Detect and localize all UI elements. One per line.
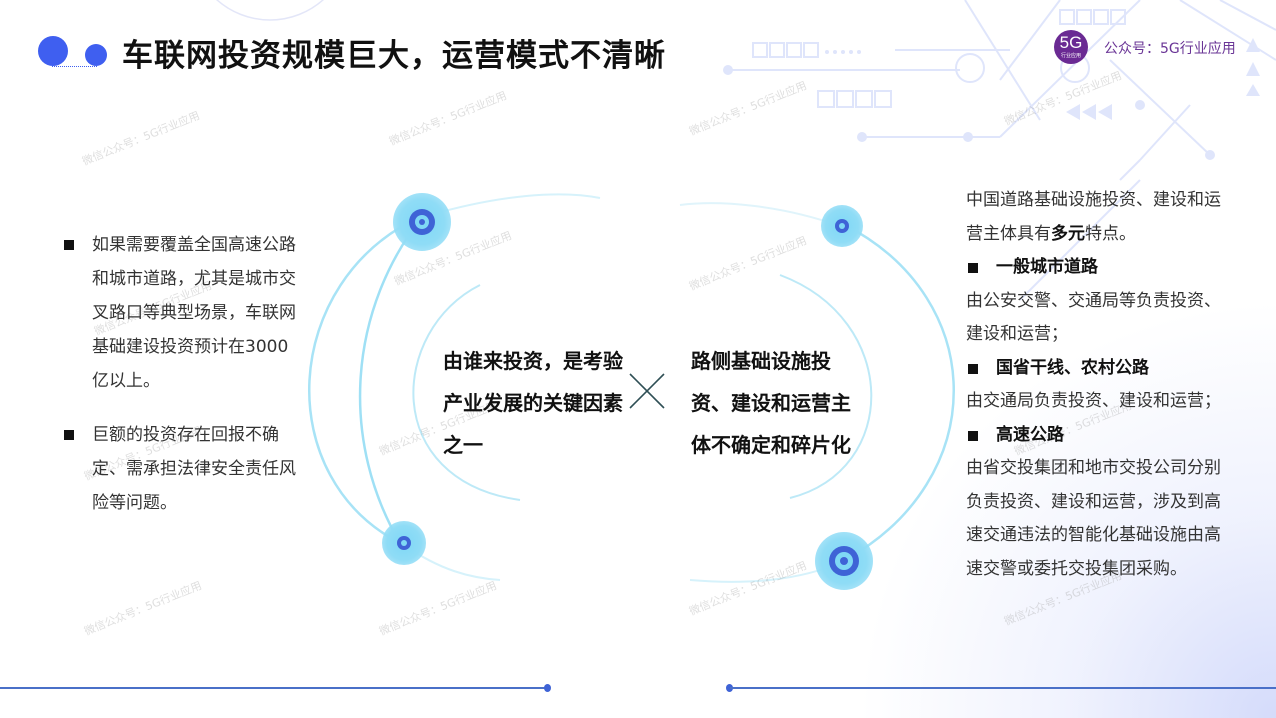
watermark: 微信公众号：5G行业应用 [1002, 68, 1124, 129]
section-heading: 一般城市道路 [966, 251, 1226, 285]
intro-emphasis: 多元 [1051, 223, 1085, 244]
bullet-text: 巨额的投资存在回报不确定、需承担法律安全责任风险等问题。 [92, 425, 296, 513]
page-title: 车联网投资规模巨大，运营模式不清晰 [122, 38, 666, 74]
footer-dot-right [726, 684, 733, 692]
watermark: 微信公众号：5G行业应用 [377, 578, 499, 639]
left-bullet-list: 如果需要覆盖全国高速公路和城市道路，尤其是城市交叉路口等典型场景，车联网基础建设… [62, 228, 302, 540]
section-heading: 高速公路 [966, 419, 1226, 453]
bullet-item: 如果需要覆盖全国高速公路和城市道路，尤其是城市交叉路口等典型场景，车联网基础建设… [62, 228, 302, 398]
square-bullet-icon [64, 430, 74, 440]
center-right-statement: 路侧基础设施投资、建设和运营主体不确定和碎片化 [691, 349, 851, 457]
title-dot-small [85, 44, 107, 66]
times-icon [629, 373, 665, 409]
brand-logo-sub: 行业应用 [1060, 53, 1081, 59]
section-body: 由省交投集团和地市交投公司分别负责投资、建设和运营，涉及到高速交通违法的智能化基… [966, 458, 1221, 579]
footer-line-right [730, 687, 1276, 689]
footer-line-left [0, 687, 548, 689]
intro-paragraph: 中国道路基础设施投资、建设和运营主体具有多元特点。 [966, 184, 1226, 251]
brand-logo-icon: 5G 行业应用 [1054, 30, 1088, 64]
section-heading-text: 高速公路 [996, 424, 1064, 445]
target-node-icon [382, 521, 426, 565]
section-body: 由交通局负责投资、建设和运营； [966, 391, 1221, 411]
square-bullet-icon [968, 363, 978, 374]
right-detail-panel: 中国道路基础设施投资、建设和运营主体具有多元特点。 一般城市道路 由公安交警、交… [966, 184, 1226, 586]
bullet-text: 如果需要覆盖全国高速公路和城市道路，尤其是城市交叉路口等典型场景，车联网基础建设… [92, 235, 296, 391]
watermark: 微信公众号：5G行业应用 [80, 108, 202, 169]
section-body: 由公安交警、交通局等负责投资、建设和运营； [966, 290, 1221, 345]
center-left-statement: 由谁来投资，是考验产业发展的关键因素之一 [443, 349, 623, 457]
target-node-icon [393, 193, 451, 251]
brand-label: 公众号：5G行业应用 [1104, 41, 1236, 57]
intro-text: 中国道路基础设施投资、建设和运营主体具有 [966, 190, 1221, 244]
square-bullet-icon [968, 430, 978, 441]
brand-logo-main: 5G [1059, 33, 1083, 52]
footer-dot-left [544, 684, 551, 692]
section-heading-text: 一般城市道路 [996, 257, 1098, 277]
intro-suffix: 特点。 [1085, 223, 1136, 244]
watermark: 微信公众号：5G行业应用 [687, 558, 809, 619]
title-dot-connector [52, 66, 97, 67]
watermark: 微信公众号：5G行业应用 [82, 578, 204, 639]
watermark: 微信公众号：5G行业应用 [687, 78, 809, 139]
watermark: 微信公众号：5G行业应用 [687, 233, 809, 294]
bullet-item: 巨额的投资存在回报不确定、需承担法律安全责任风险等问题。 [62, 418, 302, 520]
target-node-icon [821, 205, 863, 247]
square-bullet-icon [64, 240, 74, 250]
target-node-icon [815, 532, 873, 590]
title-dot-large [38, 36, 68, 66]
section-heading: 国省干线、农村公路 [966, 352, 1226, 386]
watermark: 微信公众号：5G行业应用 [387, 88, 509, 149]
section-heading-text: 国省干线、农村公路 [996, 357, 1149, 378]
square-bullet-icon [968, 263, 978, 273]
